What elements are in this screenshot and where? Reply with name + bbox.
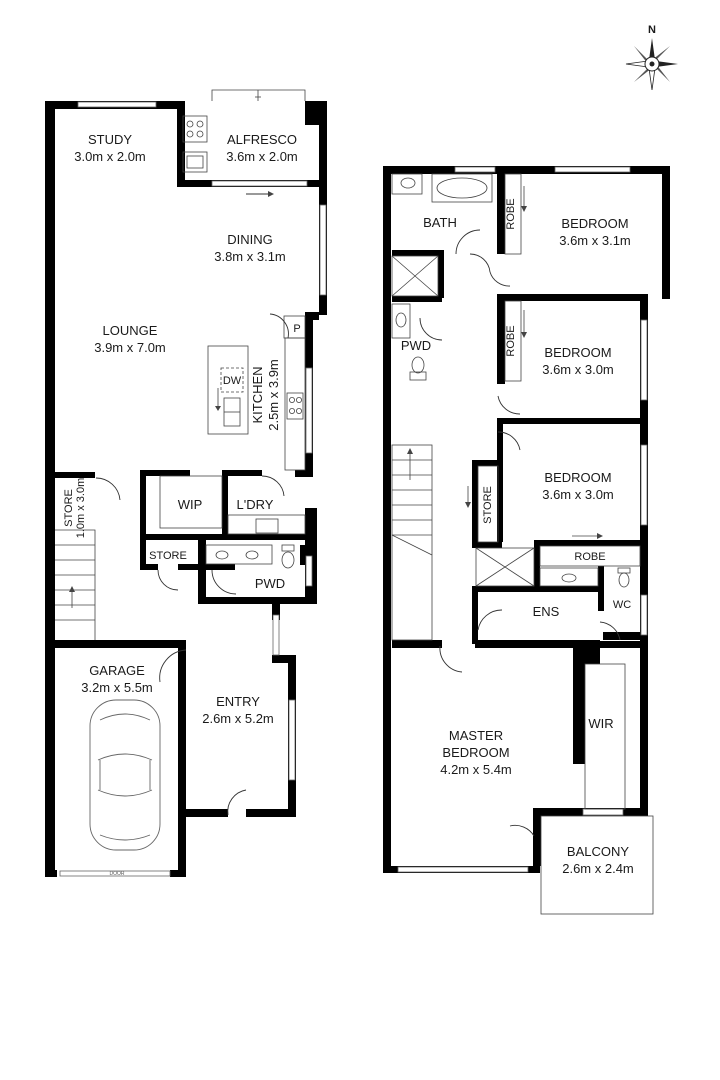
ground-floor-fixtures [159,115,306,569]
balcony-size: 2.6m x 2.4m [562,861,634,876]
first-floor-doors [419,229,621,837]
wip-label: WIP [178,497,203,512]
dining-size: 3.8m x 3.1m [214,249,286,264]
dishwasher-label: DW [223,375,242,387]
alfresco-outline [211,89,306,101]
pwd-ground-label: PWD [255,576,285,591]
master-size: 4.2m x 5.4m [440,762,512,777]
study-label: STUDY [88,132,132,147]
first-floor-fixtures [391,173,641,810]
store-stair-size: 1.0m x 3.0m [75,478,87,539]
ldry-label: L'DRY [237,497,274,512]
bedroom-1-label: BEDROOM [561,216,628,231]
bedroom-2-size: 3.6m x 3.0m [542,362,614,377]
garage-door-label: DOOR [110,871,125,877]
store-small-label: STORE [149,550,187,562]
master-label: MASTER [449,728,503,743]
robe-2-label: ROBE [505,325,517,356]
balcony-label: BALCONY [567,844,629,859]
balcony-outline [540,815,654,915]
first-floor-stairs [391,186,603,641]
alfresco-size: 3.6m x 2.0m [226,149,298,164]
wc-label: WC [613,599,631,611]
dining-label: DINING [227,232,273,247]
lounge-size: 3.9m x 7.0m [94,340,166,355]
garage-size: 3.2m x 5.5m [81,680,153,695]
compass-north-label: N [648,24,656,36]
ground-floor-walls [45,101,327,877]
robe-1-label: ROBE [505,198,517,229]
first-floor-walls [383,166,670,873]
pwd-first-label: PWD [401,338,431,353]
ground-floor-windows [59,101,327,877]
store-first-label: STORE [482,486,494,524]
wir-label: WIR [588,716,613,731]
garage-label: GARAGE [89,663,145,678]
ens-label: ENS [533,604,560,619]
robe-3-label: ROBE [574,551,605,563]
store-stair-label: STORE [63,489,75,527]
alfresco-label: ALFRESCO [227,132,297,147]
bedroom-3-size: 3.6m x 3.0m [542,487,614,502]
bedroom-2-label: BEDROOM [544,345,611,360]
car-icon [89,699,161,851]
entry-size: 2.6m x 5.2m [202,711,274,726]
kitchen-label: KITCHEN [250,366,265,423]
compass-rose-icon [625,38,678,91]
first-floor-windows [397,166,648,873]
bedroom-1-size: 3.6m x 3.1m [559,233,631,248]
kitchen-size: 2.5m x 3.9m [266,359,281,431]
study-size: 3.0m x 2.0m [74,149,146,164]
lounge-label: LOUNGE [103,323,158,338]
ground-floor-doors [95,191,289,816]
bath-label: BATH [423,215,457,230]
entry-label: ENTRY [216,694,260,709]
bedroom-3-label: BEDROOM [544,470,611,485]
master-label-line2: BEDROOM [442,745,509,760]
ground-floor-stairs [55,529,96,640]
pantry-label: P [293,323,300,335]
